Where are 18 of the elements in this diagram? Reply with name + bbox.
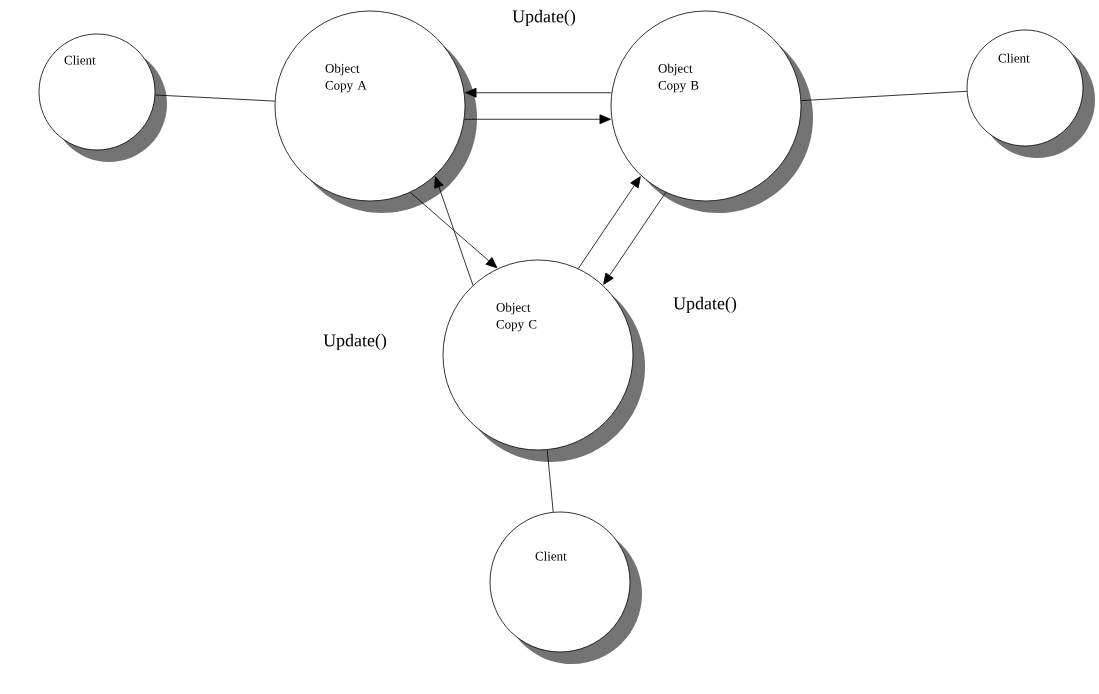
circle-node: Client — [489, 511, 642, 664]
connector-line — [546, 449, 554, 513]
connector-line — [800, 90, 968, 102]
circle-node: Client — [38, 33, 167, 162]
arrow — [409, 192, 498, 269]
message-label: Update() — [323, 333, 387, 351]
arrow — [577, 176, 641, 269]
message-label: Update() — [512, 9, 576, 27]
circle-node: Object Copy A — [274, 10, 477, 213]
arrow — [464, 114, 611, 125]
circle-node: Client — [966, 29, 1095, 158]
arrow — [465, 87, 612, 98]
connector-line — [154, 94, 276, 102]
circle-node: Object Copy B — [610, 10, 813, 213]
circle-node: Object Copy C — [442, 259, 645, 462]
arrow — [603, 192, 667, 285]
arrow — [434, 176, 474, 286]
message-label: Update() — [673, 296, 737, 314]
